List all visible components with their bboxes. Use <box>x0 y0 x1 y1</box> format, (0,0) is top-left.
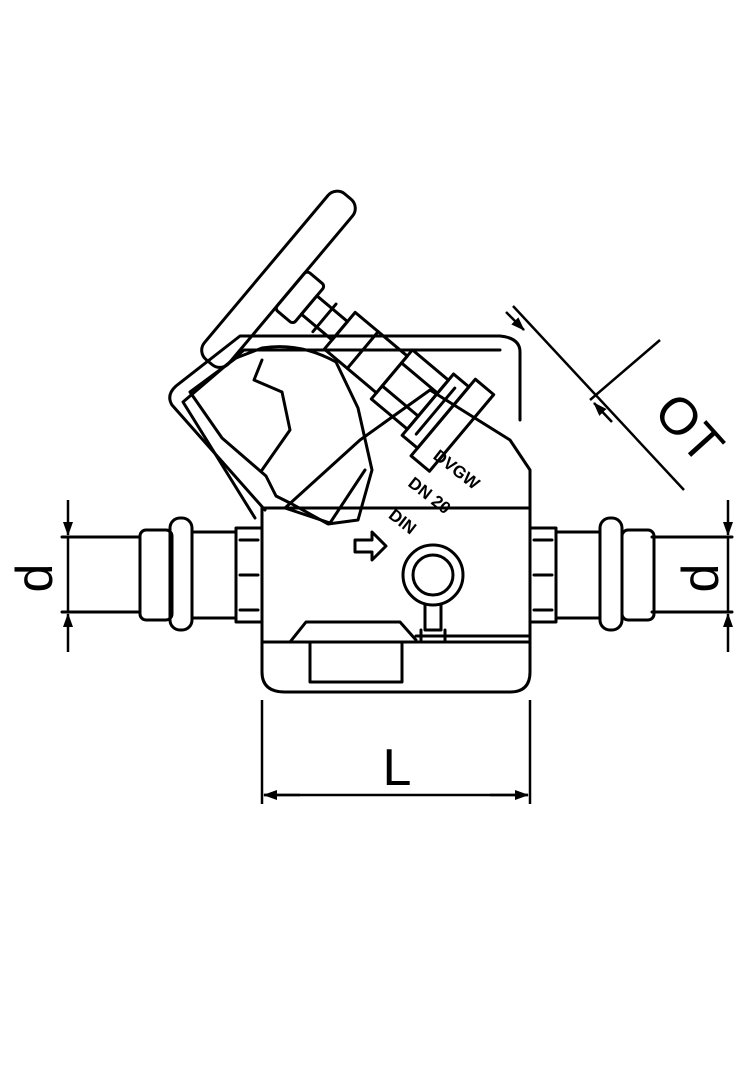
label-d-left: d <box>6 564 64 593</box>
bonnet-assembly <box>200 189 496 473</box>
dimension-length <box>260 700 532 804</box>
valve-body <box>260 388 532 684</box>
marking-dvgw: DVGW <box>430 446 484 494</box>
label-d-right: d <box>672 564 730 593</box>
marking-dn20: DN 20 <box>405 473 455 518</box>
marking-din: DIN <box>385 505 420 538</box>
dimension-handwheel <box>505 305 685 491</box>
left-pipe-fitting <box>60 516 264 632</box>
flow-direction-arrow <box>353 530 388 562</box>
measuring-port <box>401 543 465 644</box>
right-pipe-fitting <box>528 516 734 632</box>
inner-channel <box>188 345 374 526</box>
label-length: L <box>383 739 412 797</box>
